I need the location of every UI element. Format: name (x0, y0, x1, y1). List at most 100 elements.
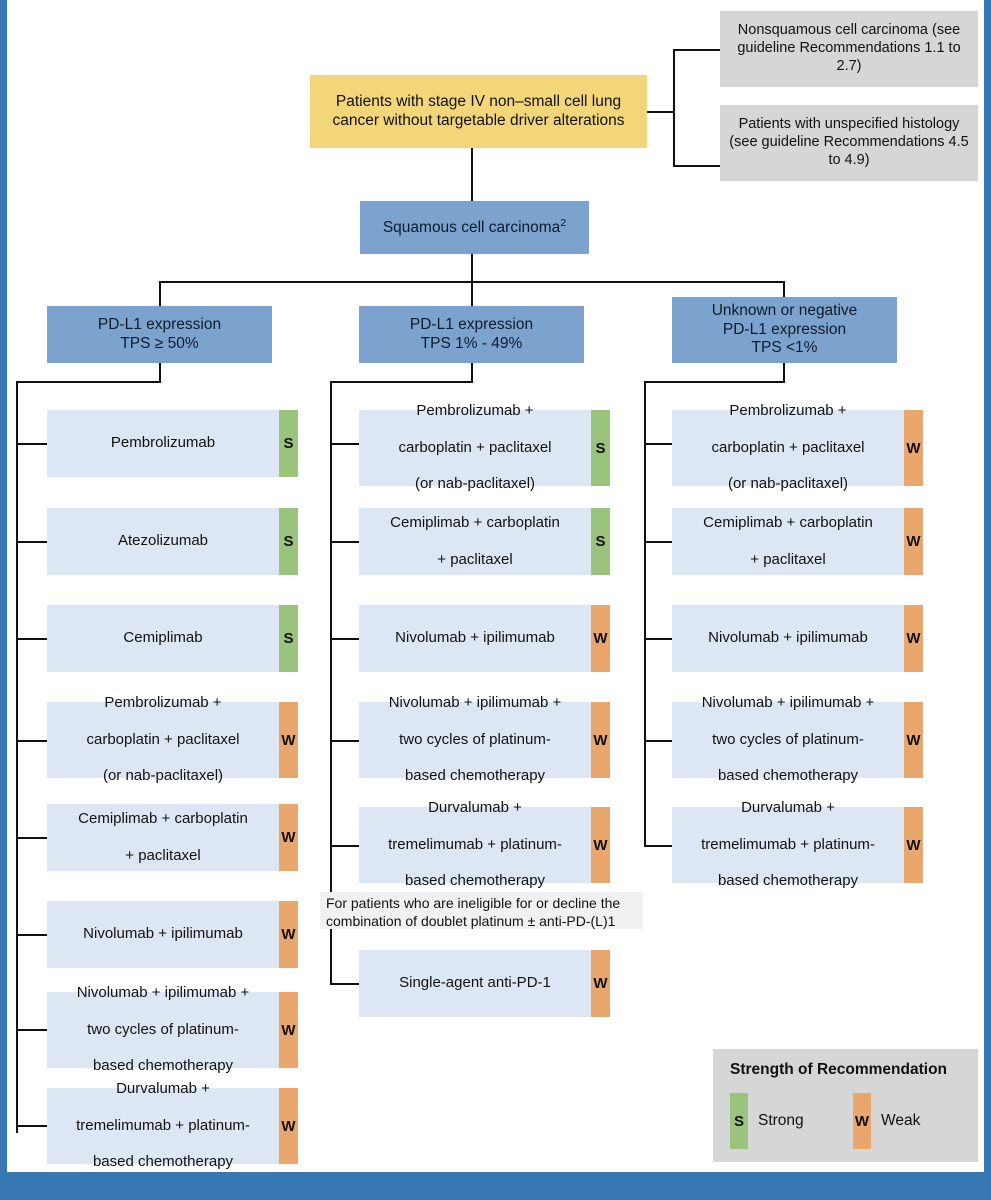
strength-badge: W (279, 992, 298, 1068)
treatment-label-line2: carboplatin + paclitaxel (711, 438, 865, 456)
treatment-row[interactable]: Pembrolizumab + carboplatin + paclitaxel… (47, 694, 298, 784)
treatment-row[interactable]: Durvalumab + tremelimumab + platinum- ba… (672, 799, 923, 889)
treatment-row[interactable]: Cemiplimab + carboplatin + paclitaxel W (47, 804, 298, 871)
treatment-label-line2: + paclitaxel (125, 846, 201, 864)
connector-branch-2-rung-3 (330, 638, 359, 640)
treatment-label-line2: + paclitaxel (437, 550, 513, 568)
strength-badge: S (591, 508, 610, 575)
treatment-label: Single-agent anti-PD-1 (399, 974, 551, 992)
treatment-row[interactable]: Single-agent anti-PD-1 W (359, 950, 610, 1017)
branch-2-header-line-2: TPS 1% - 49% (420, 334, 523, 352)
treatment-label: Durvalumab + (116, 1080, 210, 1098)
connector-branch-1-rung-3 (16, 638, 47, 640)
treatment-label: Nivolumab + ipilimumab (83, 925, 243, 943)
treatment-label-line3: based chemotherapy (717, 767, 859, 785)
treatment-label-line2: tremelimumab + platinum- (76, 1116, 250, 1134)
frame-border-right (984, 0, 991, 1172)
branch-1-header-line-1: PD-L1 expression (97, 315, 222, 333)
treatment-row[interactable]: Cemiplimab S (47, 605, 298, 672)
strength-badge: W (591, 807, 610, 883)
treatment-label-line3: based chemotherapy (404, 767, 546, 785)
strength-badge: W (591, 702, 610, 778)
connector-branch-3-stem-h (644, 381, 784, 383)
connector-branch-3-rung-2 (644, 541, 672, 543)
connector-root-to-histology (471, 148, 473, 201)
branch-3-header-line-3: TPS <1% (751, 339, 818, 357)
frame-border-left (0, 0, 7, 1172)
treatment-label-line3: (or nab-paclitaxel) (102, 767, 224, 785)
connector-branch-1-rung-6 (16, 934, 47, 936)
legend-strength-of-recommendation: Strength of Recommendation S Strong W We… (713, 1049, 978, 1162)
connector-branch-1-rung-7 (16, 1029, 47, 1031)
reference-nonsquamous-label: Nonsquamous cell carcinoma (see guidelin… (737, 22, 961, 74)
branch-2-eligibility-note: For patients who are ineligible for or d… (320, 892, 643, 929)
legend-title: Strength of Recommendation (730, 1061, 948, 1078)
treatment-row[interactable]: Durvalumab + tremelimumab + platinum- ba… (47, 1080, 298, 1170)
treatment-label: Nivolumab + ipilimumab + (388, 694, 562, 712)
connector-ref-1 (673, 49, 720, 51)
branch-1-header-line-2: TPS ≥ 50% (120, 334, 199, 352)
treatment-label-line2: two cycles of platinum- (399, 730, 551, 748)
treatment-row[interactable]: Nivolumab + ipilimumab W (47, 901, 298, 968)
connector-branch-1-rung-8 (16, 1125, 47, 1127)
legend-swatch-strong: S (730, 1093, 748, 1149)
legend-label-strong: Strong (758, 1112, 804, 1129)
connector-branch-1-rung-5 (16, 837, 47, 839)
connector-branch-3-rung-4 (644, 740, 672, 742)
connector-histology-stem (471, 254, 473, 306)
connector-root-to-refs-stem (647, 111, 673, 113)
strength-badge: W (591, 950, 610, 1017)
treatment-row[interactable]: Cemiplimab + carboplatin + paclitaxel S (359, 508, 610, 575)
connector-to-branch-3 (783, 281, 785, 306)
diagram-area: Patients with stage IV non–small cell lu… (7, 0, 984, 1172)
treatment-label: Cemiplimab + carboplatin (390, 514, 560, 532)
histology-label: Squamous cell carcinoma (382, 219, 561, 237)
treatment-row[interactable]: Pembrolizumab + carboplatin + paclitaxel… (672, 402, 923, 492)
strength-badge: W (591, 605, 610, 672)
strength-badge: S (279, 605, 298, 672)
treatment-label: Atezolizumab (117, 532, 209, 550)
strength-badge: W (279, 901, 298, 968)
strength-badge: S (279, 410, 298, 477)
connector-branch-1-trunk (16, 381, 18, 1133)
treatment-label: Cemiplimab + carboplatin (78, 810, 248, 828)
treatment-label-line2: two cycles of platinum- (712, 730, 864, 748)
branch-2-header-line-1: PD-L1 expression (409, 315, 534, 333)
treatment-row[interactable]: Nivolumab + ipilimumab W (359, 605, 610, 672)
node-root-label: Patients with stage IV non–small cell lu… (332, 92, 625, 129)
treatment-row[interactable]: Nivolumab + ipilimumab W (672, 605, 923, 672)
node-squamous-cell-carcinoma: Squamous cell carcinoma2 (360, 201, 589, 254)
branch-header-tps-50-plus: PD-L1 expression TPS ≥ 50% (47, 306, 272, 363)
treatment-label-line3: (or nab-paclitaxel) (414, 475, 536, 493)
treatment-label: Durvalumab + (428, 799, 522, 817)
connector-branch-3-rung-1 (644, 443, 672, 445)
strength-badge: S (591, 410, 610, 486)
treatment-row[interactable]: Nivolumab + ipilimumab + two cycles of p… (359, 694, 610, 784)
treatment-row[interactable]: Atezolizumab S (47, 508, 298, 575)
treatment-label-line3: based chemotherapy (717, 872, 859, 890)
connector-branch-distributor (159, 281, 783, 283)
branch-header-tps-1-49: PD-L1 expression TPS 1% - 49% (359, 306, 584, 363)
treatment-label-line3: (or nab-paclitaxel) (727, 475, 849, 493)
frame-border-bottom (0, 1172, 991, 1200)
treatment-row[interactable]: Pembrolizumab S (47, 410, 298, 477)
connector-branch-2-rung-4 (330, 740, 359, 742)
branch-3-header-line-2: PD-L1 expression (722, 320, 847, 338)
treatment-label: Cemiplimab + carboplatin (703, 514, 873, 532)
treatment-row[interactable]: Nivolumab + ipilimumab + two cycles of p… (672, 694, 923, 784)
treatment-row[interactable]: Cemiplimab + carboplatin + paclitaxel W (672, 508, 923, 575)
legend-label-weak: Weak (881, 1112, 921, 1129)
legend-item-weak: W Weak (853, 1093, 920, 1149)
treatment-row[interactable]: Durvalumab + tremelimumab + platinum- ba… (359, 799, 610, 889)
connector-to-branch-1 (159, 281, 161, 306)
node-reference-unspecified-histology: Patients with unspecified histology (see… (720, 105, 978, 181)
treatment-label: Pembrolizumab (110, 434, 216, 452)
treatment-row[interactable]: Nivolumab + ipilimumab + two cycles of p… (47, 984, 298, 1074)
treatment-label-line2: + paclitaxel (750, 550, 826, 568)
strength-badge: W (279, 1088, 298, 1164)
treatment-row[interactable]: Pembrolizumab + carboplatin + paclitaxel… (359, 402, 610, 492)
treatment-label: Pembrolizumab + (416, 402, 534, 420)
legend-item-strong: S Strong (730, 1093, 804, 1149)
connector-branch-3-rung-3 (644, 638, 672, 640)
treatment-label: Pembrolizumab + (729, 402, 847, 420)
